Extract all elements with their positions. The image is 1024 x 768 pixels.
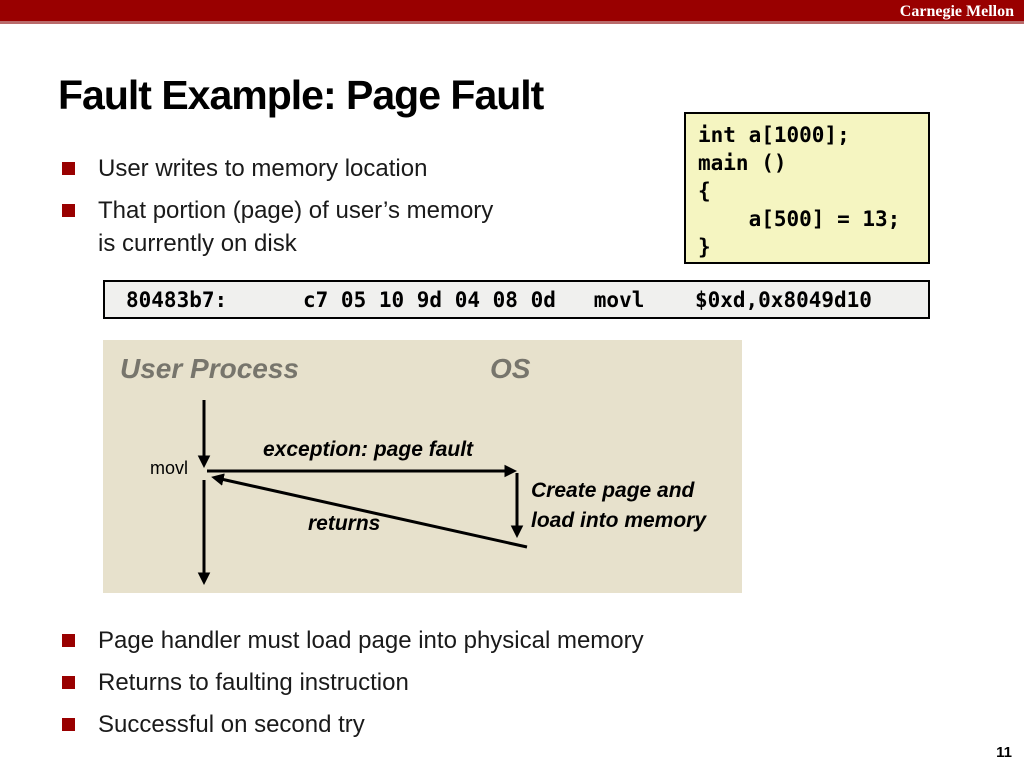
timeline-arrows-graphic xyxy=(197,400,528,586)
list-item: Page handler must load page into physica… xyxy=(62,624,644,657)
returns-arrow xyxy=(211,473,528,549)
bullet-marker-icon xyxy=(62,634,75,647)
bullet-marker-icon xyxy=(62,718,75,731)
top-banner: Carnegie Mellon xyxy=(0,0,1024,24)
list-item: Successful on second try xyxy=(62,708,644,741)
bullet-line: Successful on second try xyxy=(98,711,365,738)
list-item: User writes to memory location xyxy=(62,152,493,185)
bullet-list-top: User writes to memory location That port… xyxy=(62,152,493,269)
os-action-label: Create page and load into memory xyxy=(531,479,707,532)
bullet-line: That portion (page) of user’s memory xyxy=(98,197,494,224)
exception-label: exception: page fault xyxy=(263,438,474,461)
bullet-marker-icon xyxy=(62,676,75,689)
bullet-marker-icon xyxy=(62,204,75,217)
list-item: Returns to faulting instruction xyxy=(62,666,644,699)
list-item: That portion (page) of user’s memory is … xyxy=(62,194,493,260)
page-fault-timeline-diagram: User Process OS movl exception: page fau… xyxy=(103,340,742,593)
returns-label: returns xyxy=(308,512,381,535)
disassembly-box: 80483b7: c7 05 10 9d 04 08 0d movl $0xd,… xyxy=(103,280,930,319)
source-code: int a[1000]; main () { a[500] = 13; } xyxy=(698,123,901,259)
movl-instruction-label: movl xyxy=(150,458,189,478)
bullet-list-bottom: Page handler must load page into physica… xyxy=(62,624,644,750)
user-process-header: User Process xyxy=(120,353,300,384)
page-number: 11 xyxy=(996,744,1012,761)
bullet-line: is currently on disk xyxy=(98,230,297,257)
bullet-line: Returns to faulting instruction xyxy=(98,669,409,696)
bullet-line: Page handler must load page into physica… xyxy=(98,627,644,654)
page-title: Fault Example: Page Fault xyxy=(58,72,544,118)
source-code-box: int a[1000]; main () { a[500] = 13; } xyxy=(684,112,930,264)
bullet-line: User writes to memory location xyxy=(98,155,428,182)
os-header: OS xyxy=(490,353,531,384)
brand-logo: Carnegie Mellon xyxy=(899,3,1014,20)
disassembly-line: 80483b7: c7 05 10 9d 04 08 0d movl $0xd,… xyxy=(126,287,872,312)
bullet-marker-icon xyxy=(62,162,75,175)
